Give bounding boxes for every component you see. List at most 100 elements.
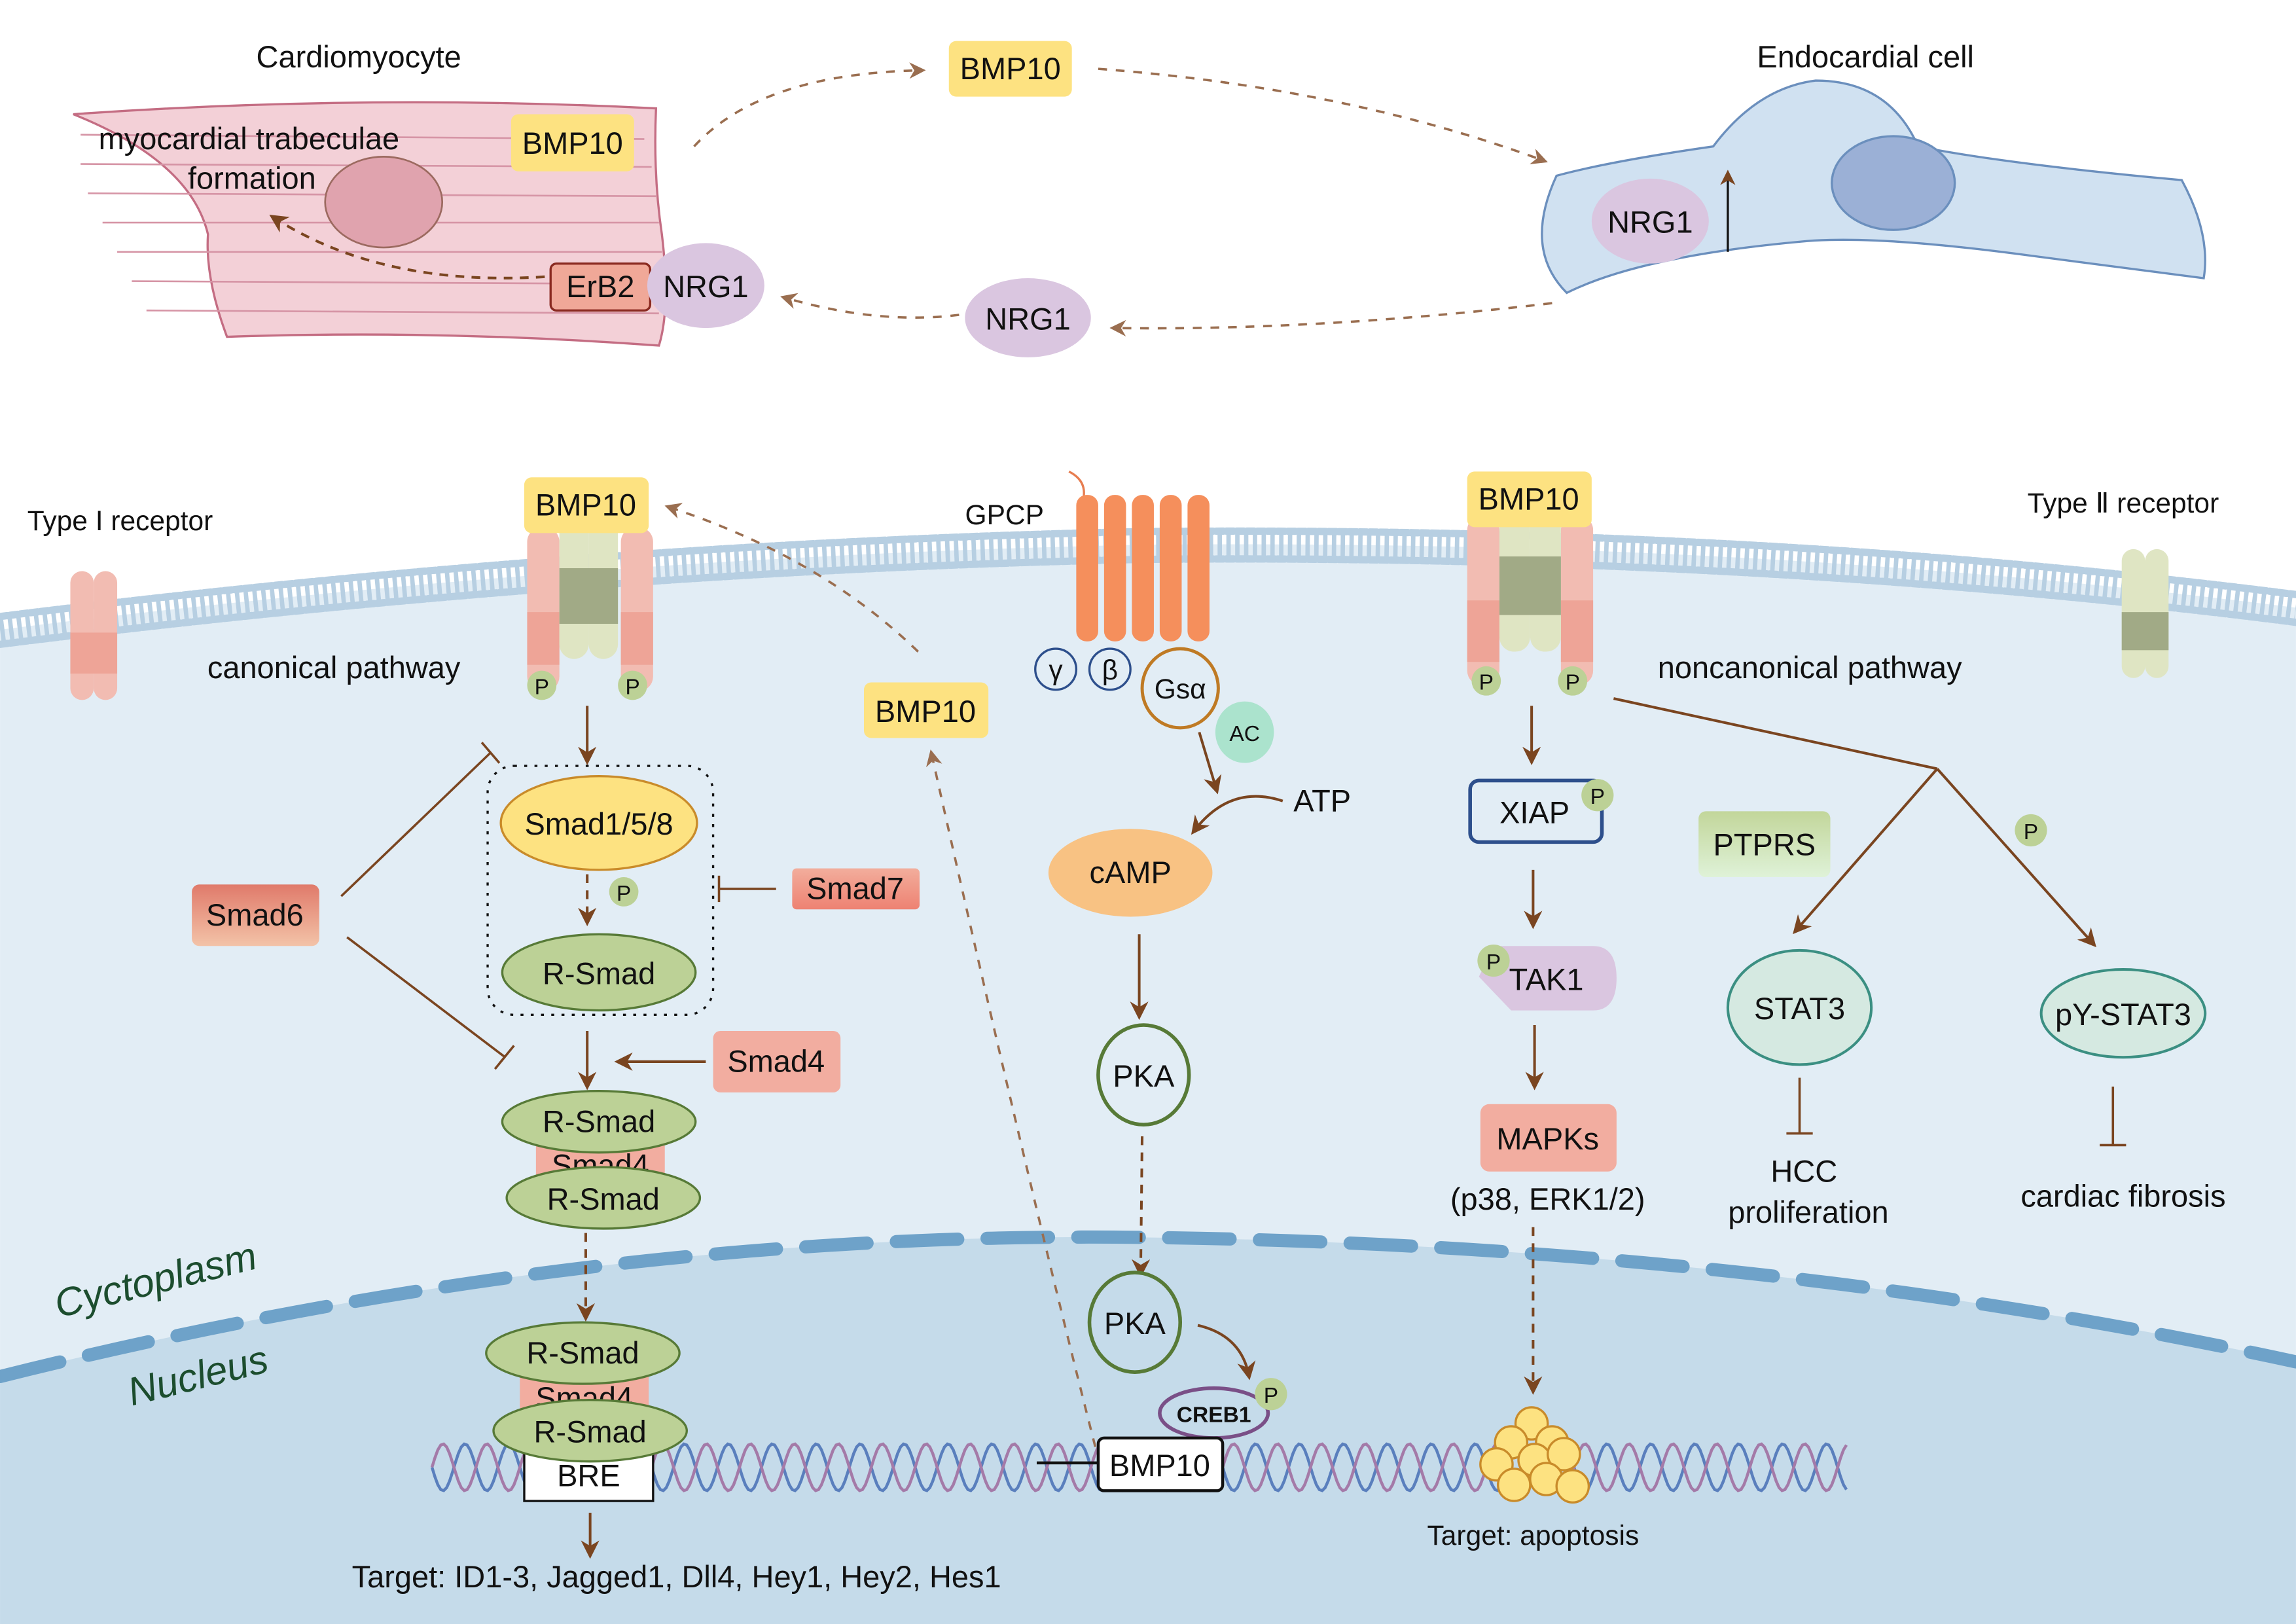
smad158-label: Smad1/5/8: [524, 806, 673, 841]
tak1-node: [1479, 946, 1617, 1011]
smad6-box: [192, 884, 319, 947]
trabeculae-arrow: [269, 215, 545, 280]
mapks-box: [1480, 1104, 1617, 1172]
trabeculae-label-line2: formation: [188, 161, 316, 196]
atp-label: ATP: [1293, 783, 1351, 818]
creb1-label: CREB1: [1177, 1403, 1251, 1427]
endocardial-nucleus: [1831, 135, 1956, 231]
smad6-inhibition-complex: [346, 936, 506, 1058]
pka-node-nucleus: [1087, 1271, 1183, 1375]
smad6-inhibition-receptor: [340, 751, 492, 897]
pka-to-creb1-arrow: [1197, 1324, 1256, 1380]
phospho-label: P: [1590, 785, 1605, 809]
type1-receptor-icon: [70, 571, 118, 700]
bmp10-cardiomyocyte-box: [511, 114, 634, 171]
nrg1-bound-label: NRG1: [663, 269, 748, 304]
phospho-label: P: [1479, 671, 1494, 695]
type2-receptor-label: Type Ⅱ receptor: [2028, 488, 2219, 519]
phospho-label: P: [625, 675, 639, 699]
bmp10-ligand-right-box: [1467, 471, 1592, 528]
phospho-icon: [527, 670, 557, 700]
hcc-label-line2: proliferation: [1728, 1195, 1888, 1229]
complex-rsmad-top: [501, 1089, 697, 1154]
gs-alpha-label: Gsα: [1155, 674, 1206, 705]
mapks-label: MAPKs: [1496, 1121, 1599, 1156]
bre-label: BRE: [557, 1458, 620, 1493]
nrg1-secreted-label: NRG1: [985, 301, 1070, 336]
bmp10-ligand-right-label: BMP10: [1479, 482, 1579, 516]
bmp10-to-receptor-arrow: [664, 503, 920, 653]
nrg1-to-cardiomyocyte-arrow: [780, 293, 960, 319]
phospho-label: P: [1566, 671, 1580, 695]
phospho-icon: [1477, 944, 1510, 977]
phospho-icon: [609, 877, 639, 907]
xiap-label: XIAP: [1499, 795, 1570, 829]
nuc-rsmad-bottom-label: R-Smad: [534, 1415, 647, 1449]
gs-alpha-subunit: [1140, 647, 1220, 730]
pka-node-cytoplasm: [1096, 1023, 1191, 1127]
complex-rsmad-top-label: R-Smad: [543, 1104, 655, 1138]
type1-receptor-label: Type I receptor: [27, 506, 213, 537]
bmp10-secreted-label: BMP10: [960, 51, 1061, 86]
noncanonical-pathway-label: noncanonical pathway: [1658, 650, 1962, 685]
cardiomyocyte-title: Cardiomyocyte: [257, 39, 461, 74]
camp-label: cAMP: [1090, 855, 1172, 890]
bmp10-to-endocardial-arrow: [1098, 67, 1548, 164]
rsmad-label: R-Smad: [543, 956, 655, 990]
apoptosis-cluster-icon: [1479, 1406, 1590, 1504]
phospho-icon: [1471, 666, 1501, 696]
bmp-receptor-complex-right: [1467, 505, 1594, 685]
bmp10-cardiomyocyte-label: BMP10: [522, 126, 623, 160]
adenylyl-cyclase: [1215, 701, 1274, 763]
nuc-rsmad-bottom: [492, 1399, 688, 1463]
bmp-receptor-complex-left: [527, 513, 653, 691]
apoptosis-target-label: Target: apoptosis: [1427, 1521, 1640, 1551]
bmp10-ligand-left-box: [524, 477, 649, 533]
smad6-label: Smad6: [206, 897, 304, 932]
canonical-pathway-label: canonical pathway: [207, 650, 461, 685]
endocardial-title: Endocardial cell: [1757, 39, 1974, 74]
smad4-box: [713, 1030, 841, 1092]
pka-label-nucleus: PKA: [1104, 1306, 1166, 1341]
phospho-label: P: [1264, 1384, 1278, 1408]
nrg1-endocardial-label: NRG1: [1607, 205, 1693, 240]
g-beta-label: β: [1102, 655, 1118, 686]
phospho-icon: [2015, 814, 2047, 847]
bmp10-secreted-box: [948, 41, 1072, 97]
mapks-sublabel: (p38, ERK1/2): [1450, 1182, 1645, 1216]
xiap-box: [1468, 778, 1604, 844]
branch-to-stat3-arrow: [1793, 768, 1939, 935]
gene-to-bmp10-arrow: [926, 749, 1097, 1447]
nuc-rsmad-top: [485, 1321, 681, 1385]
branch-to-pystat3-arrow: [1936, 768, 2096, 948]
ac-label: AC: [1229, 722, 1260, 746]
nuc-rsmad-top-label: R-Smad: [526, 1335, 639, 1370]
nrg1-endocardial: [1591, 178, 1709, 264]
bmp10-secretion-arrow: [693, 62, 926, 147]
phospho-icon: [618, 670, 647, 700]
gsa-to-camp-arrow: [1198, 731, 1222, 795]
gpcr-icon: [1068, 470, 1210, 641]
bmp10-ligand-left-label: BMP10: [535, 487, 636, 522]
receptor-to-stat-branch: [1613, 697, 1938, 770]
smad4-label: Smad4: [727, 1044, 825, 1079]
ptprs-label: PTPRS: [1713, 827, 1816, 861]
inhibition-bar-icon: [493, 1045, 515, 1070]
bmp10-gene-label: BMP10: [1109, 1448, 1210, 1483]
hcc-label-line1: HCC: [1770, 1153, 1837, 1188]
canonical-target-label: Target: ID1-3, Jagged1, Dll4, Hey1, Hey2…: [352, 1559, 1001, 1594]
g-gamma-label: γ: [1049, 655, 1063, 686]
stat3-node: [1726, 948, 1873, 1066]
pka-label-cytoplasm: PKA: [1113, 1058, 1175, 1093]
complex-rsmad-bottom: [505, 1166, 702, 1230]
nrg1-bound: [647, 243, 764, 329]
phospho-label: P: [535, 675, 549, 699]
fibrosis-label: cardiac fibrosis: [2020, 1178, 2225, 1213]
pka-translocation-arrow: [1131, 1136, 1151, 1278]
type2-receptor-icon: [2121, 549, 2169, 678]
ptprs-box: [1698, 811, 1831, 878]
inhibition-bar-icon: [480, 742, 501, 764]
smad158-node: [499, 775, 698, 871]
gpcp-label: GPCP: [965, 500, 1044, 531]
smad7-label: Smad7: [806, 871, 904, 906]
